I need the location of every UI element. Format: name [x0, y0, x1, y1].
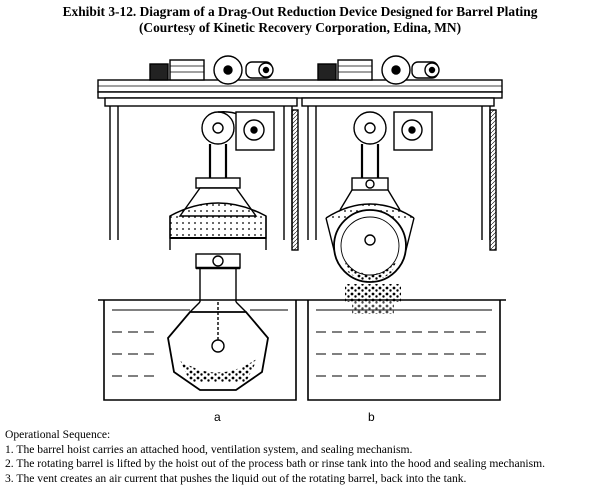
exhibit-title: Exhibit 3-12. Diagram of a Drag-Out Redu…: [0, 4, 600, 36]
drag-out-device-diagram: a b: [0, 40, 600, 440]
panel-label-b: b: [368, 410, 375, 424]
step-3: 3. The vent creates an air current that …: [5, 471, 467, 485]
process-tank-b: [302, 299, 506, 401]
operational-steps: 1. The barrel hoist carries an attached …: [5, 443, 597, 487]
operational-sequence-heading: Operational Sequence:: [5, 428, 111, 441]
title-line-1: Exhibit 3-12. Diagram of a Drag-Out Redu…: [62, 4, 538, 19]
hoist-unit-a: [104, 55, 299, 302]
step-1: 1. The barrel hoist carries an attached …: [5, 442, 413, 456]
rotating-barrel-a: [167, 301, 269, 391]
step-2: 2. The rotating barrel is lifted by the …: [5, 457, 546, 471]
draining-liquid: [345, 284, 401, 314]
overhead-rail: [97, 79, 503, 99]
panel-label-a: a: [214, 410, 221, 424]
rotating-barrel-b: [325, 203, 415, 283]
process-tank-a: [98, 299, 302, 401]
hoist-unit-b: [301, 55, 497, 251]
title-line-2: (Courtesy of Kinetic Recovery Corporatio…: [138, 20, 462, 35]
operational-sequence: Operational Sequence: 1. The barrel hois…: [5, 428, 597, 486]
